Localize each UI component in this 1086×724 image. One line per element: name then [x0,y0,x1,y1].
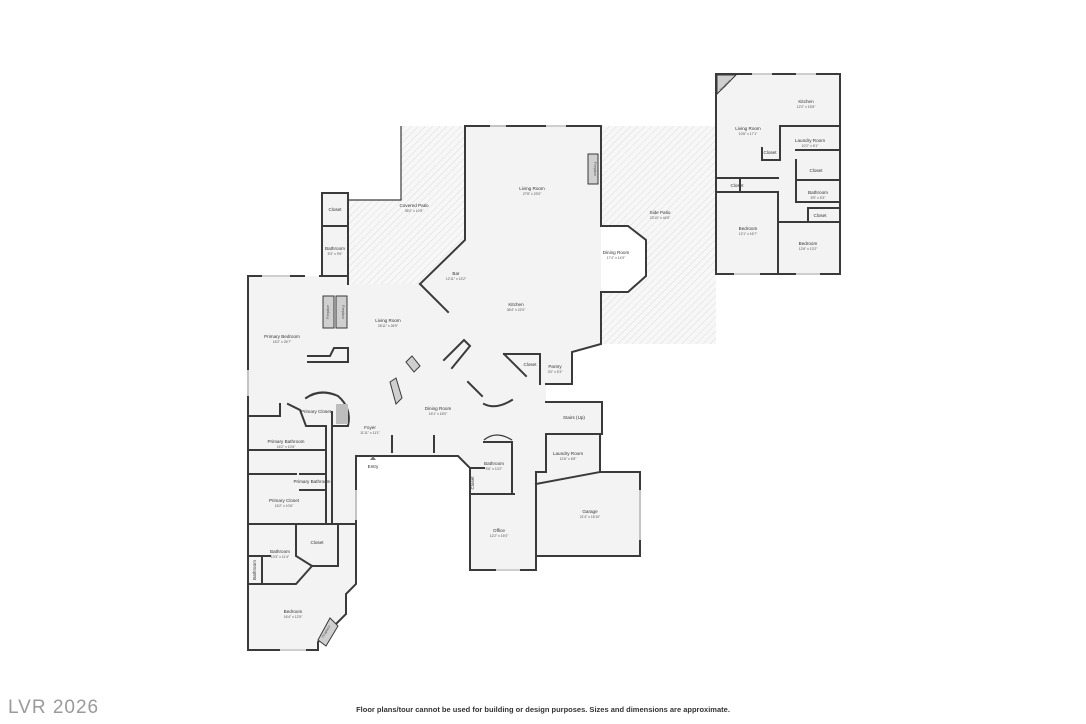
room-laundry-name: Laundry Room [553,451,583,456]
room-casita-laundry-name: Laundry Room [795,138,825,143]
room-closet-top-name: Closet [328,207,342,212]
room-foyer-name: Foyer [364,425,376,430]
column-b [389,377,403,405]
side-patio-area [601,126,716,344]
room-kitchen-main-name: Kitchen [508,302,524,307]
main-floor-area [248,126,640,650]
room-side-patio-name: Side Patio [650,210,671,215]
room-pantry-name: Pantry [548,364,562,369]
room-stairs-name: Stairs (Up) [563,415,585,420]
room-garage-dims: 21'4" x 16'10" [580,515,601,519]
room-primary-bathroom-small-name: Primary Bathroom [293,479,330,484]
room-bathroom-top-name: Bathroom [325,246,345,251]
room-casita-bedroom-b-name: Bedroom [799,241,818,246]
room-casita-bathroom-name: Bathroom [808,190,828,195]
room-bar-name: Bar [452,271,460,276]
room-casita-bathroom-dims: 8'9" x 5'3" [811,196,827,200]
room-primary-closet-name: Primary Closet [269,498,300,503]
entry-label: Entry [368,464,379,469]
casita-fireplace [716,74,738,96]
room-bathroom-top-dims: 5'3" x 9'6" [328,252,344,256]
fireplace-left-a [322,295,335,329]
room-bedroom-lower-dims: 16'4" x 12'5" [284,615,303,619]
room-primary-bedroom-name: Primary Bedroom [264,334,300,339]
room-casita-laundry-dims: 10'2" x 6'1" [802,144,820,148]
room-kitchen-main-dims: 36'4" x 22'0" [507,308,526,312]
room-labels: Covered Patio 35'2" x 10'5" Closet Bathr… [252,79,828,639]
room-primary-bedroom-dims: 18'2" x 26'7" [273,340,292,344]
room-dining-center-name: Dining Room [425,406,452,411]
column-a [405,355,421,373]
room-casita-closet-a-name: Closet [763,150,777,155]
room-casita-kitchen-dims: 12'2" x 15'8" [797,105,816,109]
room-casita-bedroom-a-name: Bedroom [739,226,758,231]
room-primary-closet-small-name: Primary Closet [301,409,332,414]
room-primary-bathroom-name: Primary Bathroom [267,439,304,444]
room-bathroom-vertical-name: Bathroom [252,560,257,580]
room-bathroom-center-name: Bathroom [484,461,504,466]
room-closet-lower-name: Closet [310,540,324,545]
room-casita-bedroom-b-dims: 12'6" x 13'2" [799,247,818,251]
room-pantry-dims: 3'0" x 5'3" [548,370,564,374]
room-dining-oct-name: Dining Room [603,250,630,255]
room-dining-center-dims: 16'1" x 18'0" [429,412,448,416]
casita-walls [715,73,841,275]
room-foyer-dims: 11'11" x 11'1" [360,431,381,435]
entry-arrow-icon [370,456,376,460]
room-covered-patio-dims: 35'2" x 10'5" [405,209,424,213]
primary-closet-island [336,404,348,424]
fireplace-lower [317,617,339,647]
room-living-left-name: Living Room [375,318,401,323]
room-covered-patio-name: Covered Patio [399,203,429,208]
room-bathroom-lower-name: Bathroom [270,549,290,554]
room-bathroom-lower-dims: 10'3" x 11'4" [271,555,290,559]
watermark: LVR 2026 [8,697,100,718]
fireplace-label-lower: Fireplace [321,624,331,638]
room-bathroom-center-dims: 5'6" x 10'2" [486,467,504,471]
fireplace-label-main: Fireplace [593,162,597,176]
room-closet-bath-name: Closet [470,476,475,490]
room-closet-mid-name: Closet [523,362,537,367]
fireplace-main [587,153,599,185]
room-bar-dims: 12'11" x 13'2" [446,277,467,281]
room-garage-name: Garage [582,509,598,514]
fireplace-label-b: Fireplace [341,305,345,319]
room-casita-kitchen-name: Kitchen [798,99,814,104]
room-bedroom-lower-name: Bedroom [284,609,303,614]
room-primary-closet-dims: 16'2" x 10'6" [275,504,294,508]
room-office-name: Office [493,528,505,533]
room-casita-closet-d-name: Closet [813,213,827,218]
room-casita-living-dims: 10'6" x 17'1" [739,132,758,136]
room-office-dims: 12'2" x 15'0" [490,534,509,538]
fireplace-label-a: Fireplace [326,305,330,319]
main-walls [247,125,647,651]
room-casita-closet-b-name: Closet [809,168,823,173]
bathroom-top-area [322,193,348,276]
room-living-left-dims: 26'11" x 26'9" [378,324,399,328]
room-casita-closet-c-name: Closet [730,183,744,188]
room-primary-bathroom-dims: 16'2" x 10'6" [277,445,296,449]
room-dining-oct-dims: 17'4" x 14'9" [607,256,626,260]
room-side-patio-dims: 23'10" x 44'5" [650,216,671,220]
room-living-main-dims: 27'8" x 23'0" [523,192,542,196]
disclaimer: Floor plans/tour cannot be used for buil… [356,705,730,714]
room-casita-living-name: Living Room [735,126,761,131]
room-casita-bedroom-a-dims: 12'1" x 16'7" [739,232,758,236]
room-living-main-name: Living Room [519,186,545,191]
fireplace-left-b [335,295,348,329]
covered-patio-area [348,126,465,284]
room-laundry-dims: 12'6" x 6'8" [560,457,578,461]
